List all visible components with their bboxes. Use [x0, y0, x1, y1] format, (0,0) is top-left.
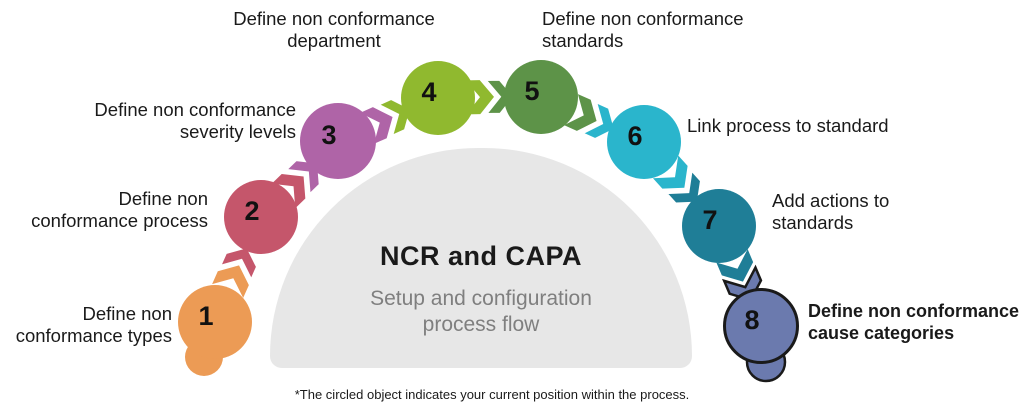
step-circle-5: 5 [504, 60, 578, 134]
step-number-8: 8 [744, 304, 760, 335]
step-label-3: Define non conformance severity levels [94, 99, 296, 143]
chevron-junction-1-2 [212, 245, 259, 298]
footnote: *The circled object indicates your curre… [294, 387, 690, 402]
chevron-icon [652, 155, 688, 189]
step-number-2: 2 [244, 195, 260, 226]
step-number-5: 5 [524, 75, 540, 106]
chevron-icon [218, 245, 259, 282]
step-number-3: 3 [321, 119, 337, 150]
step-circle-3: 3 [300, 103, 376, 179]
step-circle-2: 2 [224, 180, 298, 254]
step-circle-1: 1 [178, 285, 252, 359]
step-circle-6: 6 [607, 105, 681, 179]
step-number-6: 6 [627, 120, 643, 151]
step-label-4: Define non conformance department [233, 8, 435, 52]
diagram-title: NCR and CAPA [379, 241, 582, 271]
diagram-subtitle: Setup and configuration process flow [370, 287, 592, 336]
chevron-icon [212, 265, 249, 298]
step-circle-4: 4 [401, 61, 475, 135]
chevron-icon [465, 80, 494, 115]
step-label-2: Define non conformance process [31, 188, 208, 232]
step-label-8-current: Define non conformance cause categories [808, 301, 1020, 343]
chevron-icon [271, 174, 306, 209]
chevron-icon [716, 249, 754, 282]
chevron-icon [664, 168, 703, 205]
step-label-7: Add actions to standards [772, 190, 890, 234]
step-circle-8-current-position: 8 [723, 288, 799, 364]
chevron-icon [360, 107, 393, 144]
step-number-7: 7 [702, 204, 718, 235]
chevron-icon [564, 94, 597, 131]
step-label-5: Define non conformance standards [542, 8, 744, 52]
chevron-icon [580, 100, 617, 141]
chevron-junction-6-7 [652, 155, 703, 205]
step-label-6: Link process to standard [687, 115, 889, 136]
step-circle-7: 7 [682, 189, 756, 263]
step-label-1: Define non conformance types [15, 303, 172, 347]
step-number-1: 1 [198, 300, 214, 331]
chevron-junction-5-6 [564, 94, 617, 141]
step-number-4: 4 [421, 76, 437, 107]
